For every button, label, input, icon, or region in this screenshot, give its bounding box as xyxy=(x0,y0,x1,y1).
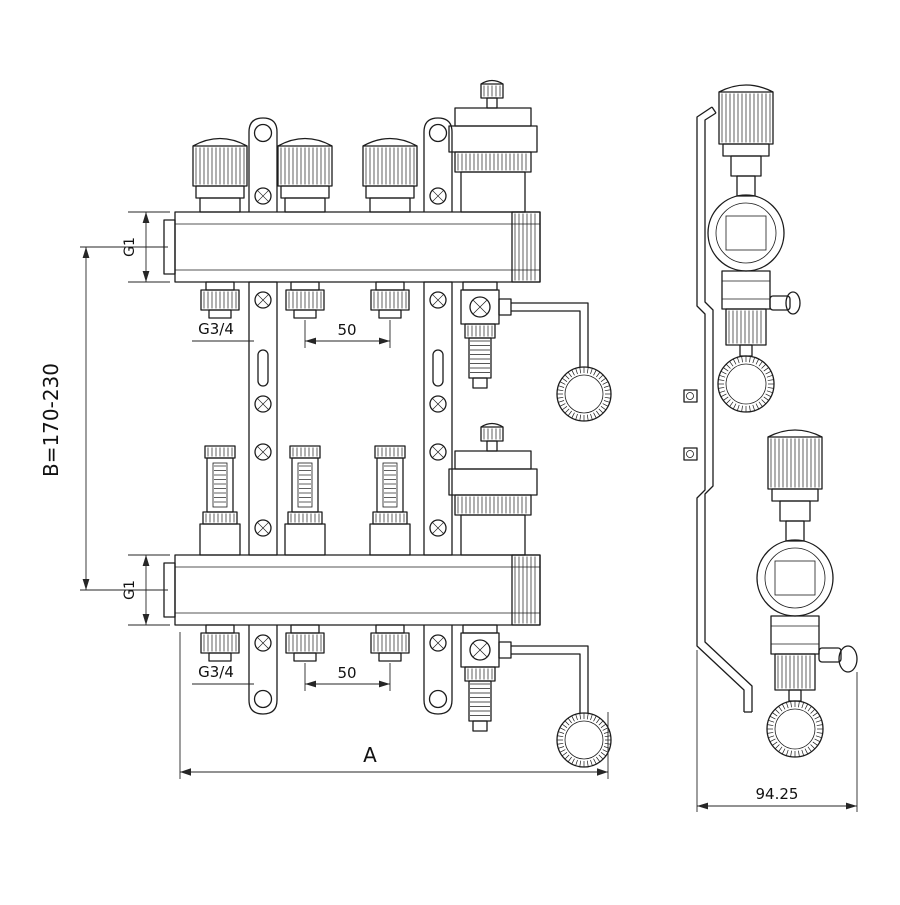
drain-valve-bottom xyxy=(460,624,512,732)
dim-label-g34-top: G3/4 xyxy=(198,320,234,338)
dimensions-side: 94.25 xyxy=(696,650,858,812)
bottom-manifold-bar xyxy=(163,554,541,626)
drain-pipe-top xyxy=(511,302,589,367)
balancing-knob-top xyxy=(556,366,612,422)
dim-label-depth: 94.25 xyxy=(756,785,799,803)
flow-meter xyxy=(199,445,241,556)
thermostatic-actuator xyxy=(277,137,333,213)
balancing-knob-bottom xyxy=(556,712,612,768)
dim-label-spacing-top: 50 xyxy=(337,321,356,339)
air-vent-assembly-bottom xyxy=(448,422,538,556)
thermostatic-actuator xyxy=(362,137,418,213)
dim-label-g34-bottom: G3/4 xyxy=(198,663,234,681)
drain-valve-top xyxy=(460,281,512,389)
dim-label-spacing-bottom: 50 xyxy=(337,664,356,682)
outlet-port xyxy=(200,281,240,319)
drain-pipe-bottom xyxy=(511,645,589,713)
dim-label-b-range: B=170-230 xyxy=(39,363,63,477)
side-view: 94.25 xyxy=(683,84,858,812)
side-valve-assembly-top xyxy=(707,84,801,413)
dimensions-front: B=170-230 G1 G1 G3/4 50 G3 xyxy=(39,211,609,779)
outlet-port xyxy=(370,281,410,319)
side-valve-assembly-bottom xyxy=(756,429,858,758)
wall-bracket-profile xyxy=(683,106,753,713)
dim-label-g1-top: G1 xyxy=(122,237,138,257)
outlet-port xyxy=(370,624,410,662)
air-vent-assembly-top xyxy=(448,79,538,213)
dim-label-width-a: A xyxy=(363,743,377,767)
outlet-port xyxy=(200,624,240,662)
flow-meter xyxy=(284,445,326,556)
thermostatic-actuator xyxy=(192,137,248,213)
outlet-port xyxy=(285,281,325,319)
front-view: B=170-230 G1 G1 G3/4 50 G3 xyxy=(39,79,612,779)
outlet-port xyxy=(285,624,325,662)
dim-label-g1-bottom: G1 xyxy=(122,580,138,600)
top-manifold-bar xyxy=(163,211,541,283)
flow-meter xyxy=(369,445,411,556)
